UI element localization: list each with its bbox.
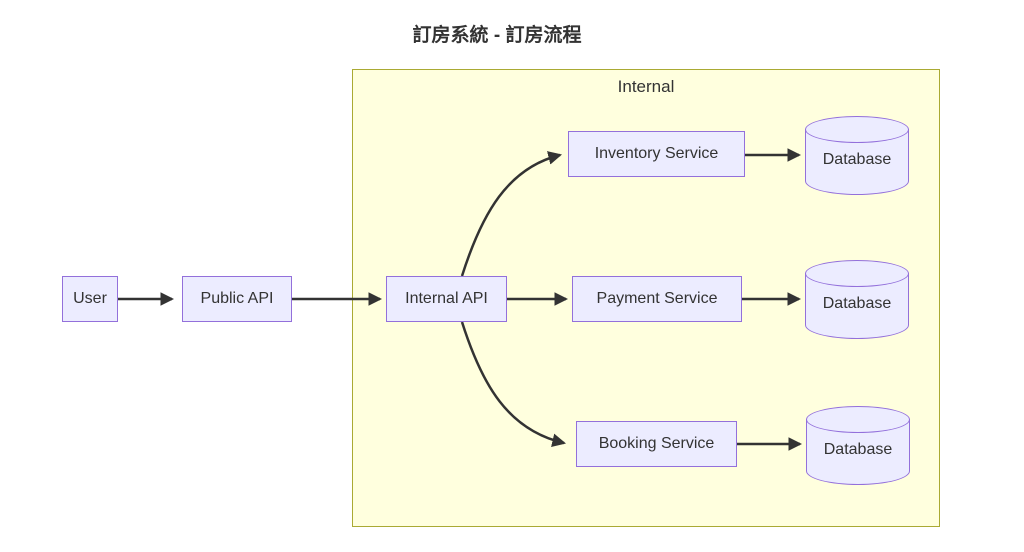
- node-label: Database: [822, 151, 892, 168]
- node-label: Booking Service: [598, 435, 715, 452]
- cylinder-top: [806, 406, 910, 433]
- node-label: Payment Service: [596, 290, 718, 307]
- cylinder-top: [805, 260, 909, 287]
- cluster-label: Internal: [617, 77, 675, 96]
- node-label: User: [73, 290, 107, 307]
- node-database-3: Database: [806, 406, 910, 485]
- node-database-1: Database: [805, 116, 909, 195]
- cylinder-top: [805, 116, 909, 143]
- node-label: Database: [823, 441, 893, 458]
- node-internal-api: Internal API: [386, 276, 507, 322]
- node-user: User: [62, 276, 118, 322]
- node-label: Public API: [200, 290, 274, 307]
- node-database-2: Database: [805, 260, 909, 339]
- diagram-title: 訂房系統 - 訂房流程: [412, 25, 582, 46]
- node-payment-service: Payment Service: [572, 276, 742, 322]
- node-booking-service: Booking Service: [576, 421, 737, 467]
- node-inventory-service: Inventory Service: [568, 131, 745, 177]
- node-label: Inventory Service: [594, 145, 719, 162]
- node-public-api: Public API: [182, 276, 292, 322]
- node-label: Database: [822, 295, 892, 312]
- node-label: Internal API: [405, 290, 488, 307]
